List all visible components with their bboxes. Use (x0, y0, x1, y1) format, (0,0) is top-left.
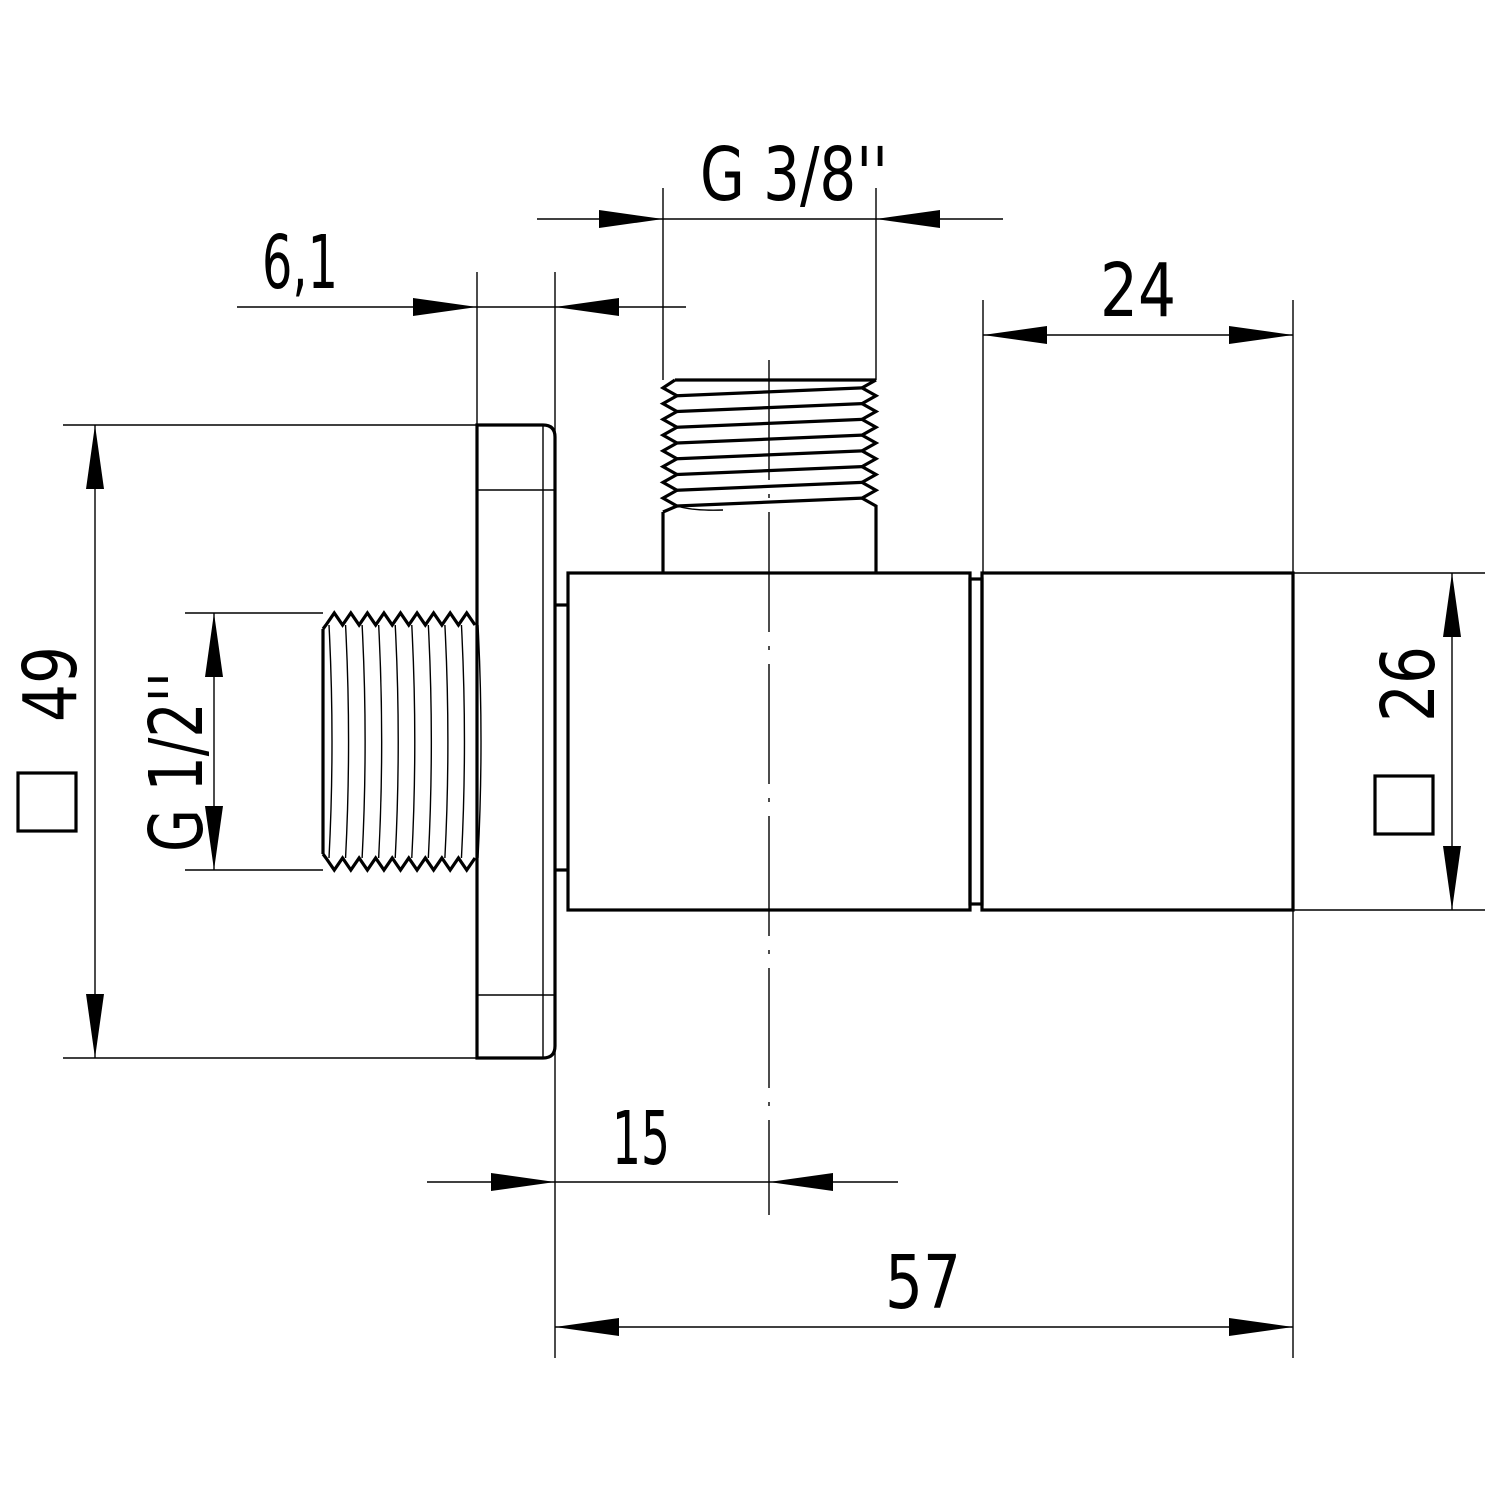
dim-handle-length: 24 (1100, 248, 1176, 334)
arrowhead (555, 298, 619, 316)
arrowhead (1229, 326, 1293, 344)
arrowhead (1443, 846, 1461, 910)
arrowhead (1443, 573, 1461, 637)
arrowhead (205, 806, 223, 870)
dimension-arrows (86, 210, 1461, 1336)
dimension-lines (94, 218, 1453, 1328)
arrowhead (86, 425, 104, 489)
arrowhead (876, 210, 940, 228)
inlet-thread (321, 610, 482, 873)
arrowhead (983, 326, 1047, 344)
arrowhead (599, 210, 663, 228)
arrowhead (555, 1318, 619, 1336)
dim-flange-size: 49 (8, 646, 94, 722)
dim-inlet-thread: G 1/2'' (134, 672, 220, 852)
dim-flange-thickness: 6,1 (262, 220, 338, 306)
dim-body-size: 26 (1366, 646, 1452, 722)
square-symbol-flange (16, 771, 78, 833)
dim-outlet-offset: 15 (612, 1096, 670, 1182)
arrowhead (769, 1173, 833, 1191)
arrowhead (86, 994, 104, 1058)
valve-handle[interactable] (980, 571, 1295, 912)
arrowhead (205, 613, 223, 677)
arrowhead (491, 1173, 555, 1191)
flange (475, 423, 557, 1060)
square-symbol-body (1373, 774, 1435, 836)
extension-lines (63, 188, 1485, 1358)
dim-overall-length: 57 (885, 1240, 961, 1326)
arrowhead (413, 298, 477, 316)
flange-connector (555, 603, 568, 872)
outlet-stub (661, 512, 878, 573)
arrowhead (1229, 1318, 1293, 1336)
dim-outlet-thread: G 3/8'' (700, 132, 888, 218)
body-gap-ring (968, 577, 984, 906)
